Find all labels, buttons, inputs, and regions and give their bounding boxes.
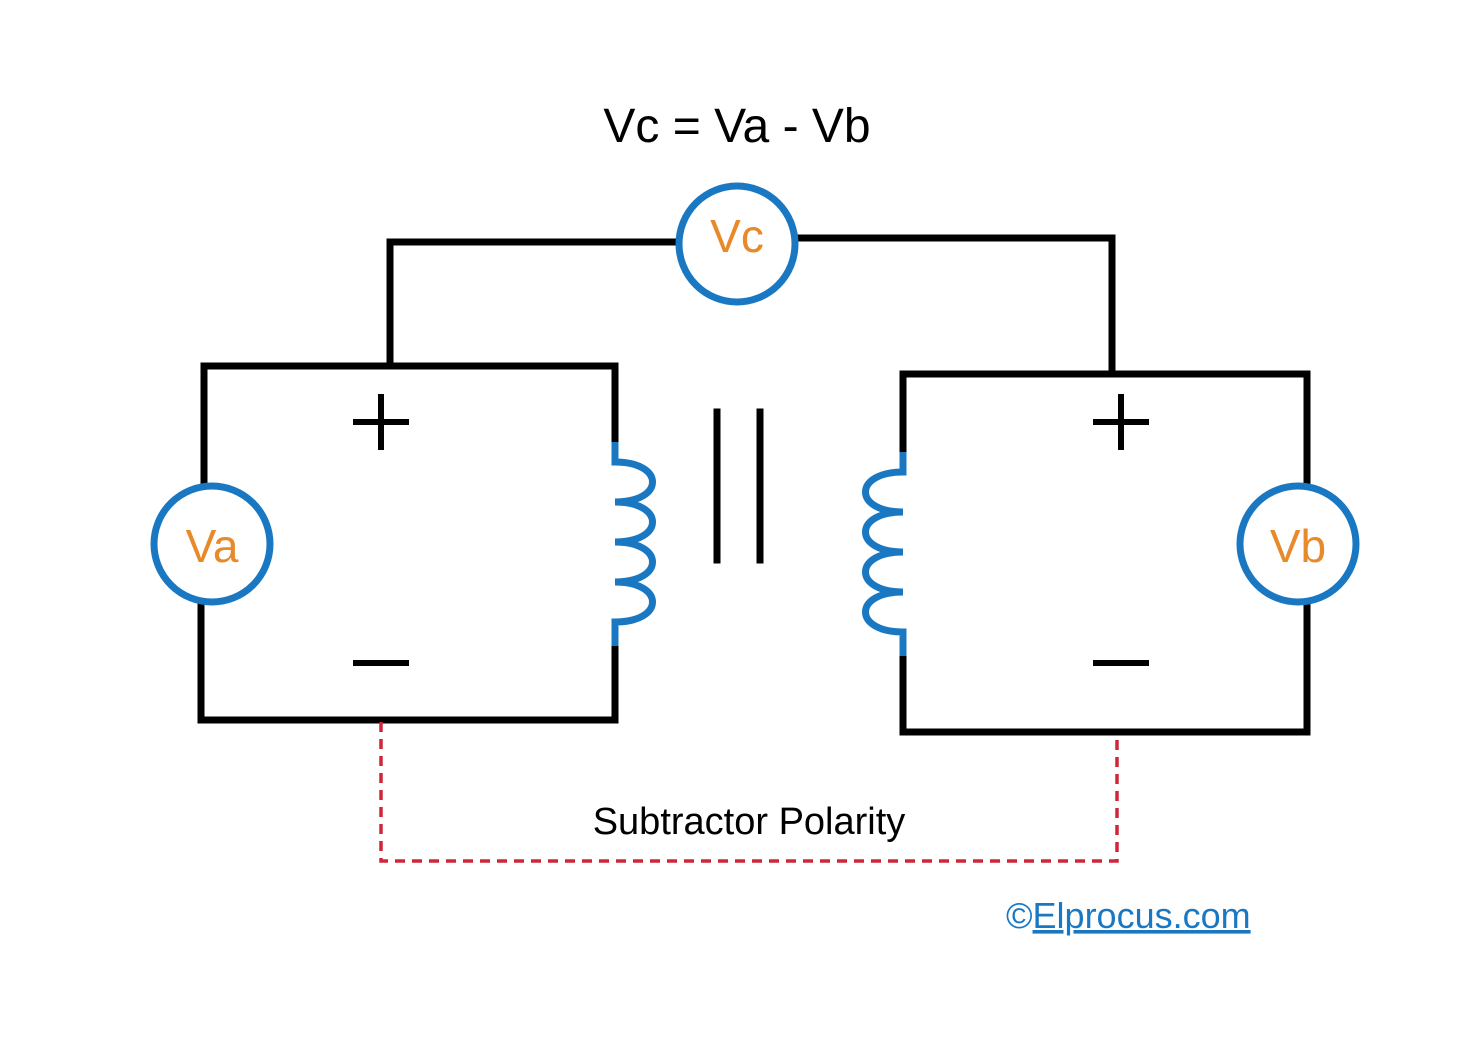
source-va: Va — [150, 482, 274, 606]
primary-plus-sign — [353, 394, 409, 450]
source-vc-label: Vc — [710, 210, 764, 262]
source-vb-circle — [1236, 482, 1360, 606]
diagram-caption: Subtractor Polarity — [593, 801, 906, 843]
source-va-circle — [150, 482, 274, 606]
secondary-plus-sign — [1093, 394, 1149, 450]
secondary-loop-bottom — [899, 598, 1311, 736]
source-vc: Vc — [675, 182, 799, 306]
primary-loop-bottom — [197, 598, 619, 724]
vc-right-wire — [791, 234, 1116, 378]
vc-left-wire — [386, 238, 684, 366]
credit-link[interactable]: Elprocus.com — [1033, 895, 1251, 936]
polarity-link-dashed — [379, 722, 1119, 863]
secondary-loop-top — [899, 370, 1311, 490]
primary-loop-top — [200, 362, 619, 490]
primary-winding — [611, 442, 656, 646]
equation-title: Vc = Va - Vb — [603, 100, 870, 153]
source-vb-label: Vb — [1270, 520, 1326, 572]
credit-text: ©Elprocus.com — [1006, 895, 1251, 936]
source-va-label: Va — [186, 520, 239, 572]
source-vc-circle — [675, 182, 799, 306]
source-vb: Vb — [1236, 482, 1360, 606]
secondary-winding — [862, 452, 907, 656]
copyright-symbol: © — [1006, 895, 1033, 936]
